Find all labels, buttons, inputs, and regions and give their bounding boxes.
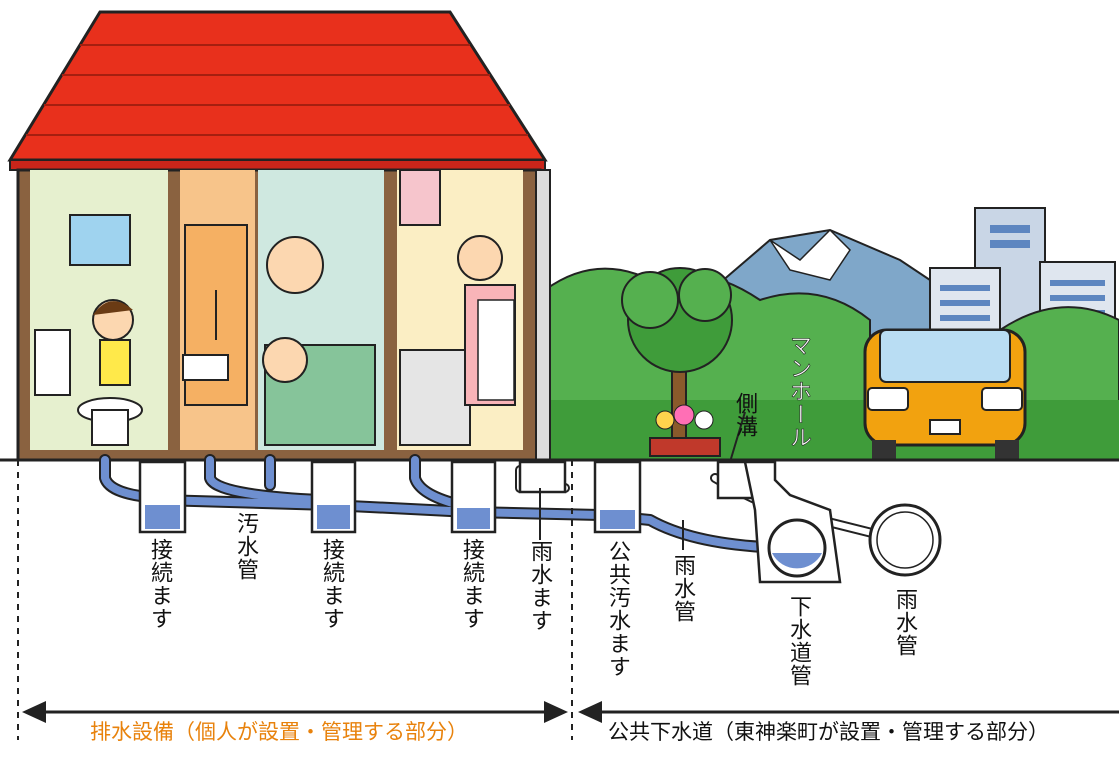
label-side-ditch: 側溝 — [732, 392, 757, 438]
rainwater-main-pipe — [868, 503, 942, 577]
label-manhole: マンホール — [786, 334, 812, 450]
label-rainwater-pipe-1: 雨水管 — [670, 554, 695, 623]
public-section-label: 公共下水道（東神楽町が設置・管理する部分） — [608, 720, 1049, 744]
label-rainwater-box: 雨水ます — [527, 540, 552, 632]
label-sewer-main: 下水道管 — [786, 595, 811, 687]
flower-bed — [649, 404, 721, 457]
label-connection-box-2: 接続ます — [319, 538, 344, 630]
range-arrows — [22, 701, 1119, 723]
label-connection-box-1: 接続ます — [147, 538, 172, 630]
private-section-label: 排水設備（個人が設置・管理する部分） — [90, 720, 468, 744]
label-connection-box-3: 接続ます — [459, 538, 484, 630]
house — [7, 10, 551, 471]
car — [863, 328, 1027, 460]
label-public-sewage-box: 公共汚水ます — [605, 540, 630, 678]
drain-pipe-washroom — [206, 456, 324, 504]
roof — [7, 10, 548, 162]
label-sewage-pipe: 汚水管 — [233, 512, 258, 581]
label-rainwater-pipe-2: 雨水管 — [892, 588, 917, 657]
